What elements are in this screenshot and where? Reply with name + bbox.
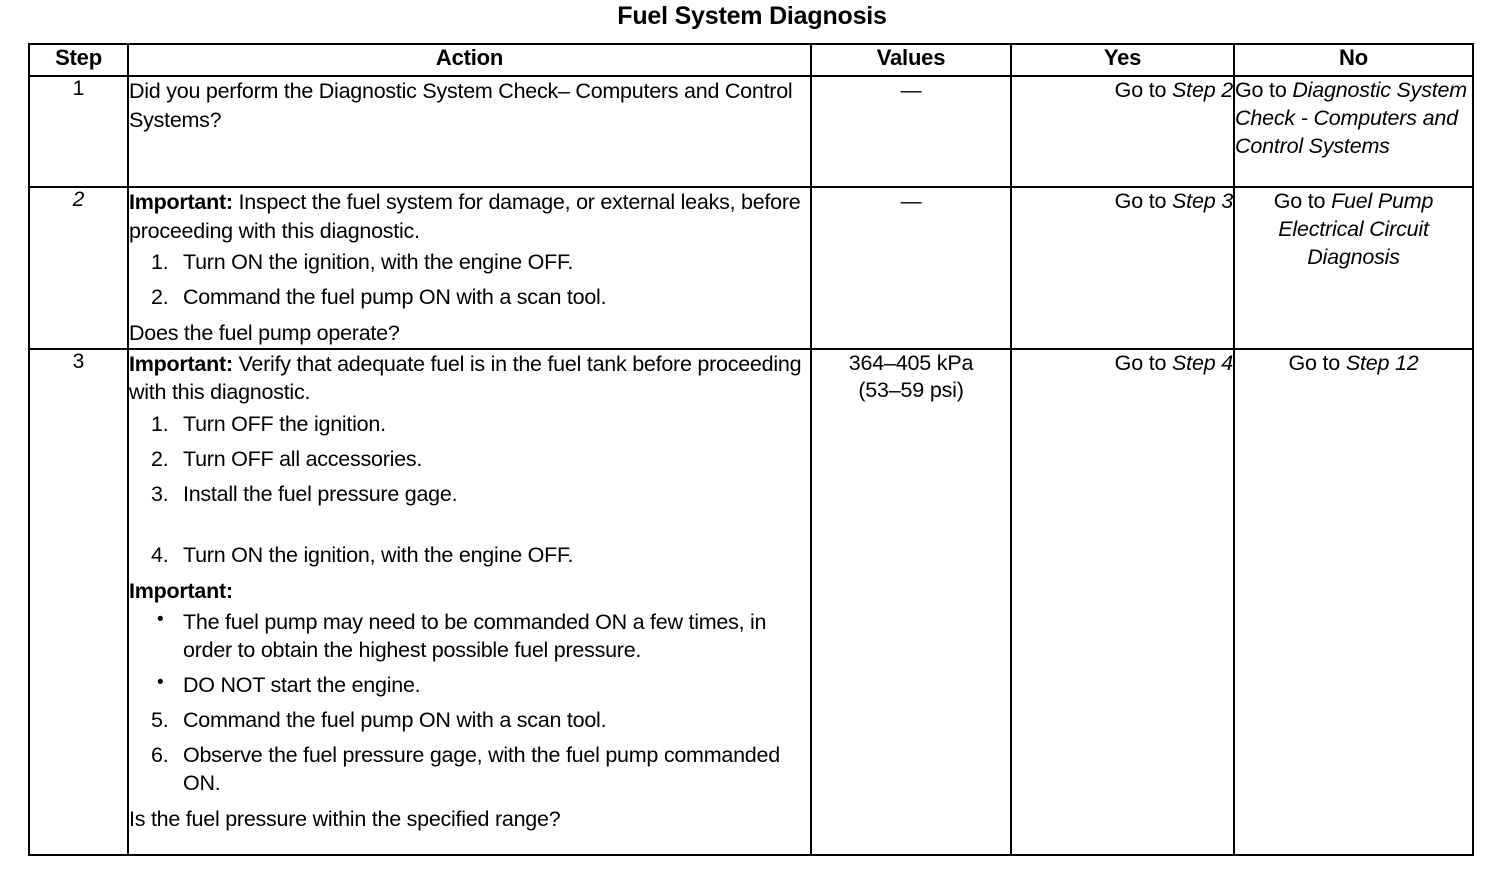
bullet-icon: • bbox=[157, 609, 164, 631]
table-row: 3 Important: Verify that adequate fuel i… bbox=[28, 347, 1474, 856]
list-item-text: Turn OFF the ignition. bbox=[183, 411, 386, 436]
list-item-number: 1. bbox=[151, 250, 169, 275]
no-cell-2: Go to Fuel Pump Electrical Circuit Diagn… bbox=[1233, 186, 1474, 350]
values-dash: — bbox=[900, 79, 922, 102]
important-label: Important: bbox=[129, 190, 233, 214]
list-item: 6. Observe the fuel pressure gage, with t… bbox=[129, 742, 810, 798]
list-item-text: Command the fuel pump ON with a scan too… bbox=[183, 285, 607, 310]
action-paragraph: Did you perform the Diagnostic System Ch… bbox=[129, 79, 793, 132]
yes-goto-target: Step 2 bbox=[1172, 78, 1233, 102]
list-item-number: 5. bbox=[151, 708, 169, 732]
no-cell-3: Go to Step 12 bbox=[1233, 347, 1474, 856]
list-item: 2. Command the fuel pump ON with a scan t… bbox=[129, 284, 810, 312]
bullet-icon: • bbox=[157, 672, 164, 694]
step-number: 3 bbox=[72, 349, 85, 373]
step-number: 1 bbox=[72, 77, 85, 100]
column-header-values: Values bbox=[810, 43, 1012, 77]
action-bullet-list: • The fuel pump may need to be commanded … bbox=[129, 609, 810, 700]
values-cell-3: 364–405 kPa (53–59 psi) bbox=[810, 347, 1012, 856]
list-item: • The fuel pump may need to be commanded … bbox=[129, 609, 810, 665]
list-item-number: 4. bbox=[151, 542, 169, 567]
table-row: 2 Important: Inspect the fuel system for… bbox=[28, 186, 1474, 350]
values-line-2: (53–59 psi) bbox=[858, 378, 964, 403]
important-label: Important: bbox=[129, 578, 233, 603]
yes-goto-target: Step 3 bbox=[1172, 189, 1233, 213]
list-item: 4. Turn ON the ignition, with the engine … bbox=[129, 542, 810, 570]
values-cell-2: — bbox=[810, 186, 1012, 350]
yes-cell-3: Go to Step 4 bbox=[1010, 347, 1235, 856]
no-goto-target: Step 12 bbox=[1345, 350, 1419, 375]
yes-goto-label: Go to bbox=[1114, 189, 1173, 213]
list-item-number: 1. bbox=[151, 411, 169, 436]
action-numbered-list: 1. Turn ON the ignition, with the engine … bbox=[129, 249, 810, 312]
list-item-text: The fuel pump may need to be commanded O… bbox=[183, 610, 767, 663]
no-cell-1: Go to Diagnostic System Check - Computer… bbox=[1233, 75, 1474, 188]
column-header-yes: Yes bbox=[1010, 43, 1235, 77]
step-cell-2: 2 bbox=[28, 186, 129, 350]
values-line-1: 364–405 kPa bbox=[848, 350, 974, 375]
action-numbered-list-first: 1. Turn OFF the ignition. 2. Turn OFF all … bbox=[129, 411, 810, 570]
action-cell-1: Did you perform the Diagnostic System Ch… bbox=[127, 75, 812, 188]
important-text: Inspect the fuel system for damage, or e… bbox=[129, 190, 801, 243]
yes-cell-2: Go to Step 3 bbox=[1010, 186, 1235, 350]
values-dash: — bbox=[900, 190, 922, 213]
values-cell-1: — bbox=[810, 75, 1012, 188]
fuel-system-diagnosis-table: Step Action Values Yes No 1 Did you perf… bbox=[28, 43, 1474, 856]
step-number: 2 bbox=[72, 188, 85, 211]
table-header-row: Step Action Values Yes No bbox=[28, 43, 1474, 77]
list-item-text: Turn OFF all accessories. bbox=[183, 446, 423, 471]
important-label: Important: bbox=[129, 351, 233, 376]
table-row: 1 Did you perform the Diagnostic System … bbox=[28, 75, 1474, 188]
list-item-text: Install the fuel pressure gage. bbox=[183, 481, 458, 506]
list-item: 2. Turn OFF all accessories. bbox=[129, 446, 810, 474]
no-goto-label: Go to bbox=[1288, 350, 1346, 375]
list-item: 1. Turn ON the ignition, with the engine … bbox=[129, 249, 810, 277]
important-text: Verify that adequate fuel is in the fuel… bbox=[129, 351, 802, 405]
step-cell-3: 3 bbox=[28, 347, 129, 856]
column-header-action: Action bbox=[127, 43, 812, 77]
list-item-text: Turn ON the ignition, with the engine OF… bbox=[183, 250, 574, 275]
no-goto-target: Fuel Pump Electrical Circuit Diagnosis bbox=[1278, 189, 1434, 269]
column-header-no: No bbox=[1233, 43, 1474, 77]
no-goto-label: Go to bbox=[1235, 78, 1293, 102]
action-question: Is the fuel pressure within the specifie… bbox=[129, 806, 561, 831]
list-item-text: Turn ON the ignition, with the engine OF… bbox=[183, 542, 574, 567]
list-item-text: DO NOT start the engine. bbox=[183, 673, 421, 698]
list-item: • DO NOT start the engine. bbox=[129, 672, 810, 700]
column-header-step: Step bbox=[28, 43, 129, 77]
no-goto-label: Go to bbox=[1273, 189, 1332, 213]
yes-goto-target: Step 4 bbox=[1172, 350, 1233, 375]
action-question: Does the fuel pump operate? bbox=[129, 321, 400, 346]
list-item-text: Observe the fuel pressure gage, with the… bbox=[183, 742, 780, 795]
table-body: 1 Did you perform the Diagnostic System … bbox=[28, 75, 1474, 856]
action-important-paragraph: Important: Inspect the fuel system for d… bbox=[129, 188, 810, 245]
list-item-number: 2. bbox=[151, 446, 169, 471]
step-cell-1: 1 bbox=[28, 75, 129, 188]
list-spacer bbox=[129, 516, 810, 542]
action-important-label-2: Important: bbox=[129, 577, 810, 606]
action-numbered-list-second: 5. Command the fuel pump ON with a scan t… bbox=[129, 707, 810, 798]
list-item: 3. Install the fuel pressure gage. bbox=[129, 481, 810, 509]
action-cell-3: Important: Verify that adequate fuel is … bbox=[127, 347, 812, 856]
no-goto-target: Diagnostic System Check - Computers and … bbox=[1235, 78, 1467, 158]
list-item-text: Command the fuel pump ON with a scan too… bbox=[183, 708, 607, 732]
list-item-number: 2. bbox=[151, 285, 169, 310]
list-item-number: 3. bbox=[151, 481, 169, 506]
list-item: 5. Command the fuel pump ON with a scan t… bbox=[129, 707, 810, 735]
list-item-number: 6. bbox=[151, 742, 169, 767]
list-item: 1. Turn OFF the ignition. bbox=[129, 411, 810, 439]
action-important-paragraph: Important: Verify that adequate fuel is … bbox=[129, 350, 810, 407]
yes-goto-label: Go to bbox=[1114, 78, 1173, 102]
table-header: Step Action Values Yes No bbox=[28, 43, 1474, 77]
page-title: Fuel System Diagnosis bbox=[617, 2, 887, 30]
yes-cell-1: Go to Step 2 bbox=[1010, 75, 1235, 188]
action-cell-2: Important: Inspect the fuel system for d… bbox=[127, 186, 812, 350]
yes-goto-label: Go to bbox=[1114, 350, 1173, 375]
